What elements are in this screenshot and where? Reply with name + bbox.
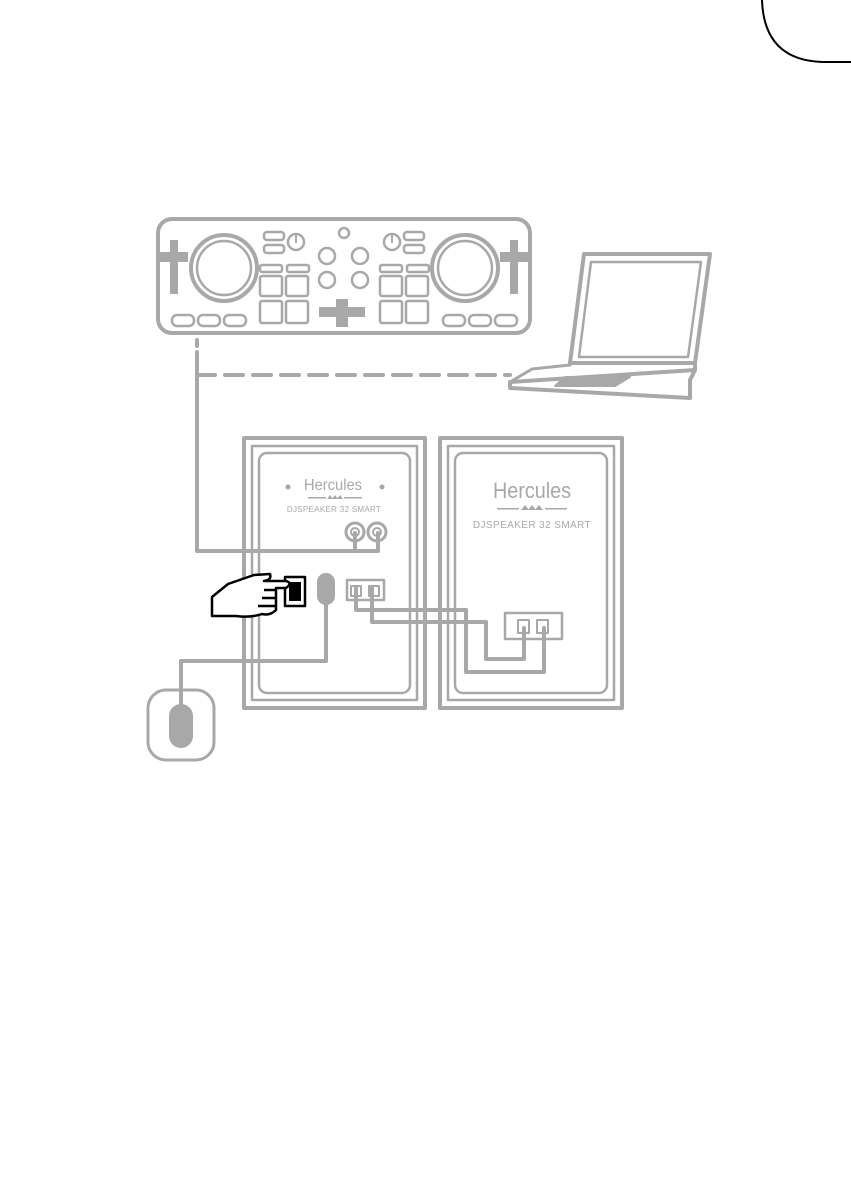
speaker-left-brand: Hercules: [304, 476, 362, 494]
hand-pointer-icon: [212, 574, 290, 617]
audio-cable-line: [197, 352, 378, 551]
laptop-icon: [510, 254, 710, 398]
speaker-terminal-icon: [347, 580, 384, 600]
speaker-right-brand: Hercules: [493, 479, 571, 503]
speaker-left-model: DJSPEAKER 32 SMART: [287, 505, 381, 514]
speaker-right-model: DJSPEAKER 32 SMART: [473, 520, 591, 531]
dj-controller-icon: [158, 219, 530, 333]
